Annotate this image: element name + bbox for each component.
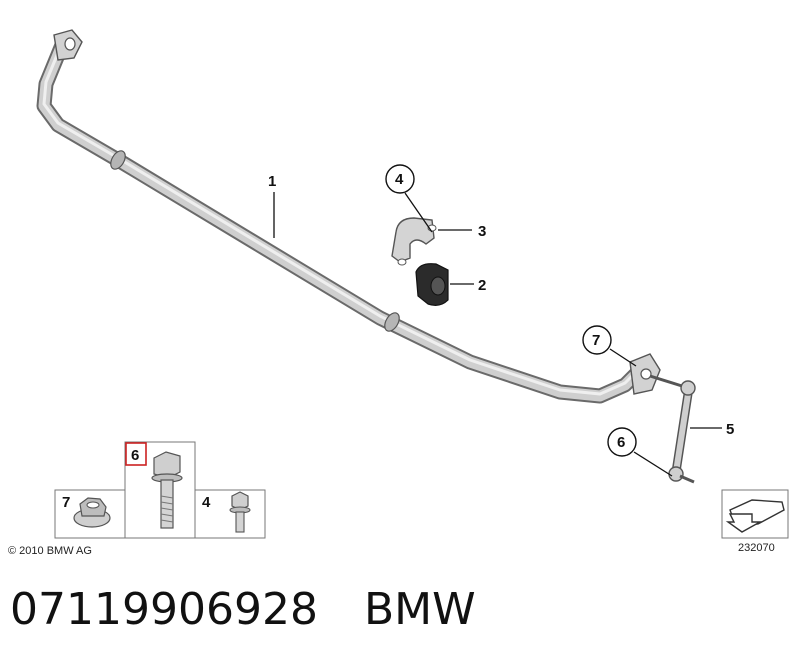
diagram-number: 232070: [738, 542, 775, 554]
legend-label-4: 4: [202, 494, 211, 511]
highlight-box: [125, 442, 147, 466]
callout-6-circle: [607, 427, 637, 457]
mount-bracket: [391, 217, 437, 266]
callout-4: 4: [395, 171, 404, 188]
flange-nut-icon: [73, 497, 111, 528]
direction-arrow-icon: [721, 489, 789, 539]
small-bolt-icon: [229, 491, 251, 533]
callout-4-circle: [385, 164, 415, 194]
callout-1: 1: [268, 173, 276, 190]
legend-label-7: 7: [62, 494, 70, 511]
rubber-mount: [415, 263, 449, 306]
part-caption: 07119906928 BMW: [10, 584, 476, 635]
callout-6: 6: [617, 434, 625, 451]
leader-lines: [273, 192, 722, 477]
stabilizer-link: [649, 374, 696, 484]
callout-5: 5: [726, 421, 734, 438]
stabilizer-bar: [36, 29, 661, 404]
brand-name: BMW: [363, 584, 476, 635]
legend-label-6: 6: [131, 447, 139, 464]
copyright-text: © 2010 BMW AG: [8, 545, 92, 557]
callout-7: 7: [592, 332, 600, 349]
hardware-legend: 7 6 4: [54, 441, 266, 539]
hex-bolt-icon: [151, 451, 183, 529]
callout-2: 2: [478, 277, 486, 294]
callout-3: 3: [478, 223, 486, 240]
callout-7-circle: [582, 325, 612, 355]
part-number: 07119906928: [10, 584, 318, 635]
